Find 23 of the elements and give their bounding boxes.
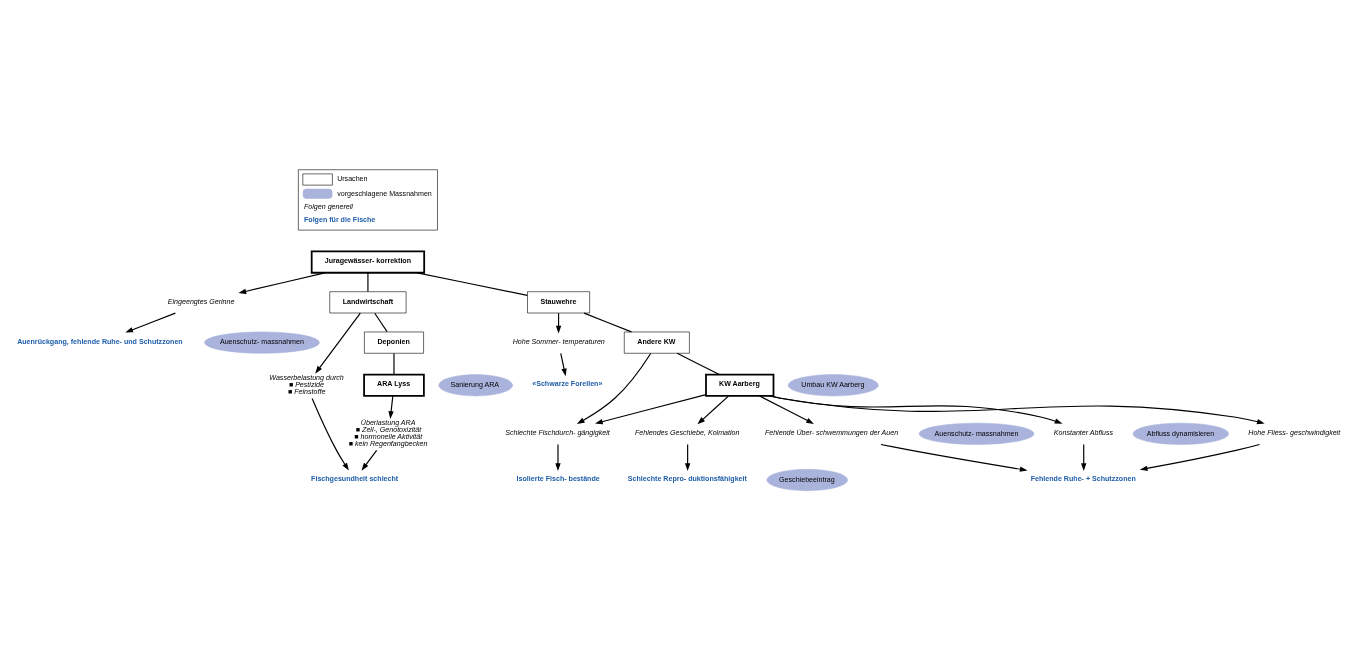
arrow xyxy=(769,394,1265,424)
arrow xyxy=(361,449,378,471)
arrow xyxy=(315,312,361,374)
arrow xyxy=(125,312,176,333)
connector xyxy=(416,271,528,296)
connector xyxy=(374,312,388,332)
arrow xyxy=(595,393,707,424)
connector xyxy=(676,352,720,375)
connector xyxy=(583,312,632,332)
arrow xyxy=(697,395,730,424)
arrow xyxy=(238,271,326,294)
connector xyxy=(393,352,395,375)
arrow xyxy=(880,443,1028,472)
arrow xyxy=(560,352,567,376)
connector xyxy=(367,271,369,292)
arrow xyxy=(684,443,691,471)
arrow xyxy=(758,394,814,424)
arrow xyxy=(388,395,394,419)
arrow xyxy=(311,397,349,471)
arrow xyxy=(1139,443,1261,471)
arrow xyxy=(1081,443,1087,471)
arrow xyxy=(576,352,652,424)
arrow xyxy=(555,443,561,471)
